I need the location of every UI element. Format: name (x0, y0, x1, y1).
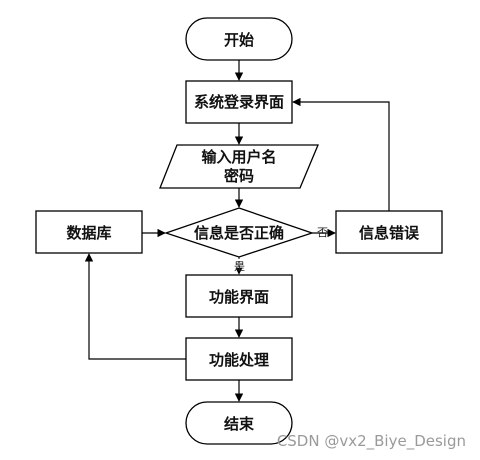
check-decision-node: 信息是否正确 (163, 207, 315, 258)
function-process-label: 功能处理 (209, 351, 269, 369)
function-process-node: 功能处理 (185, 337, 293, 381)
start-node: 开始 (185, 17, 293, 61)
start-label: 开始 (224, 31, 254, 49)
end-label: 结束 (224, 415, 255, 433)
login-page-label: 系统登录界面 (194, 93, 284, 111)
database-label: 数据库 (66, 224, 111, 242)
watermark-text: CSDN @vx2_Biye_Design (277, 432, 466, 451)
edge-error-to-login (292, 97, 390, 211)
database-node: 数据库 (35, 210, 143, 254)
input-label-line1: 输入用户名 (201, 148, 276, 166)
function-page-node: 功能界面 (185, 274, 293, 318)
error-node: 信息错误 (335, 210, 443, 254)
end-node: 结束 (185, 401, 293, 445)
edge-label-yes: 是 (234, 260, 245, 273)
edge-process-to-database (84, 253, 186, 360)
input-label-line2: 密码 (224, 167, 254, 185)
check-label: 信息是否正确 (194, 224, 284, 242)
error-label: 信息错误 (359, 224, 420, 242)
function-page-label: 功能界面 (209, 288, 269, 306)
input-node: 输入用户名 密码 (159, 144, 319, 189)
edge-label-no: 否 (317, 226, 328, 239)
login-page-node: 系统登录界面 (185, 80, 293, 124)
